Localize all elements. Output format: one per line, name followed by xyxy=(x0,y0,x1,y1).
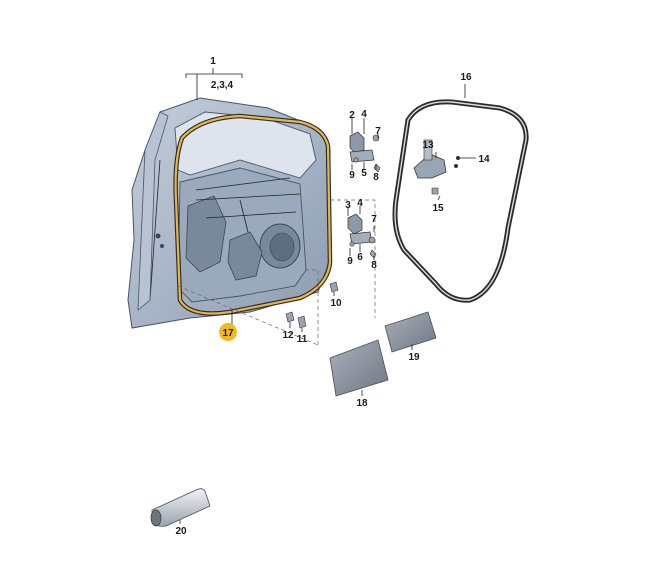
fastener-11-icon xyxy=(297,315,307,329)
callout-3: 3 xyxy=(345,200,351,211)
leader-lines xyxy=(179,68,476,524)
door-front-pillar xyxy=(137,111,169,311)
check-strap-arm xyxy=(423,139,433,161)
callout-7: 7 xyxy=(375,126,381,137)
speaker-inner xyxy=(269,232,295,262)
pad-leader-dashes xyxy=(177,199,376,346)
lower-hinge-bracket xyxy=(347,213,363,235)
callout-9: 9 xyxy=(349,170,355,181)
callout-5: 5 xyxy=(361,168,367,179)
protective-pad-18[interactable] xyxy=(329,339,389,397)
bolt-icon xyxy=(454,164,458,168)
door-detail-lines xyxy=(149,159,301,301)
mount-hole xyxy=(160,244,164,248)
callout-13: 13 xyxy=(422,140,434,151)
screw-icon xyxy=(373,163,381,173)
callout-9b: 9 xyxy=(347,256,353,267)
bolt-icon xyxy=(368,236,376,244)
callout-17-badge xyxy=(219,323,237,341)
bolt-icon xyxy=(353,157,359,163)
callout-4: 4 xyxy=(361,109,367,120)
callout-17: 17 xyxy=(222,328,234,339)
upper-hinge-bracket xyxy=(349,131,365,155)
bolt-icon xyxy=(372,134,380,142)
door-check-strap-13[interactable] xyxy=(413,139,460,195)
body-seal-16-inner xyxy=(394,101,527,301)
body-seal-16[interactable] xyxy=(392,99,529,303)
fastener-10-icon xyxy=(329,281,339,293)
screw-icon xyxy=(431,187,439,195)
callout-8b: 8 xyxy=(371,260,377,271)
callout-1: 1 xyxy=(210,56,216,67)
inner-panel-opening xyxy=(185,195,227,273)
mount-hole xyxy=(155,233,161,239)
door-shell xyxy=(127,97,331,329)
callout-2: 2 xyxy=(349,110,355,121)
fastener-12-icon xyxy=(285,311,295,323)
upper-hinge-assembly[interactable] xyxy=(349,131,381,173)
callout-19: 19 xyxy=(408,352,420,363)
callout-7b: 7 xyxy=(371,214,377,225)
callout-10: 10 xyxy=(330,298,342,309)
callout-12: 12 xyxy=(282,330,294,341)
inner-panel-opening-2 xyxy=(227,231,263,281)
tube-cap xyxy=(150,509,162,527)
door-seal-17-highlight xyxy=(174,114,332,315)
callout-4b: 4 xyxy=(357,198,363,209)
callout-15: 15 xyxy=(432,203,444,214)
bolt-icon xyxy=(349,241,355,247)
callout-20: 20 xyxy=(175,526,187,537)
callout-8: 8 xyxy=(373,172,379,183)
callout-16: 16 xyxy=(460,72,472,83)
callout-6: 6 xyxy=(357,252,363,263)
callout-14: 14 xyxy=(478,154,490,165)
callout-11: 11 xyxy=(297,334,308,345)
adhesive-tube-20[interactable] xyxy=(150,488,211,527)
protective-pad-19[interactable] xyxy=(384,311,437,353)
callout-2-3-4: 2,3,4 xyxy=(211,80,234,91)
callout-18: 18 xyxy=(356,398,368,409)
